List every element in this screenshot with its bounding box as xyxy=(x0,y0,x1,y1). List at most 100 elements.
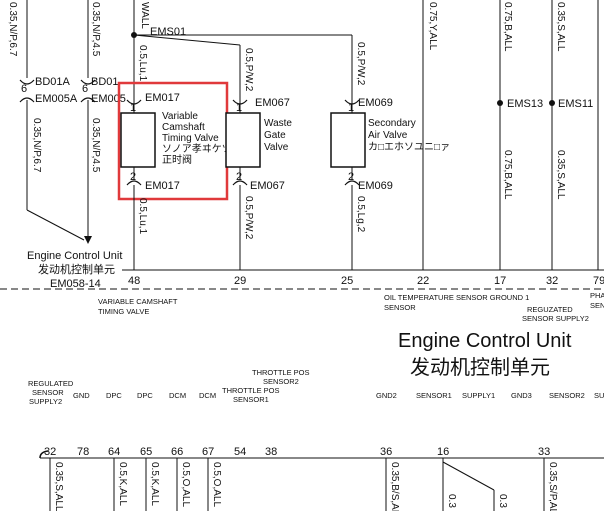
sav-cn-1: カ□エホソユニ□ァ xyxy=(368,141,450,153)
ems13-label: EMS13 xyxy=(507,98,543,110)
lower-wire-label-65: 0.5,K,ALL xyxy=(149,462,160,506)
lower-wire-label-16b: 0.3 xyxy=(497,494,508,508)
sav-pin-bottom: 2 xyxy=(348,171,354,183)
lower-pin-36: 36 xyxy=(380,446,392,458)
lower-wire-label-64: 0.5,K,ALL xyxy=(117,462,128,506)
em005a-label: EM005A xyxy=(35,93,78,105)
wgv-name-1: Waste xyxy=(264,118,292,129)
wgv-bottom-arc xyxy=(232,180,248,186)
vct-pin-bottom: 2 xyxy=(130,171,136,183)
sav-connector-top: EM069 xyxy=(358,97,393,109)
upper-label-reg-1: REGUZATED xyxy=(527,305,573,314)
lower-label-tps2-1: THROTTLE POS xyxy=(252,368,310,377)
lower-label-reg-2: SENSOR xyxy=(32,388,64,397)
top-wire-label-1: 0.35,N/P,6.7 xyxy=(7,2,18,57)
vct-valve-body xyxy=(120,112,156,168)
lower-label-reg-1: REGULATED xyxy=(28,379,74,388)
ecu-left-label-en: Engine Control Unit xyxy=(27,250,122,262)
connector-bd01a-arc xyxy=(19,79,35,85)
lower-label-tps1-1: THROTTLE POS xyxy=(222,386,280,395)
upper-label-pha-1: PHA xyxy=(590,291,604,300)
ems13-splice-dot xyxy=(497,100,503,106)
bd01-label: BD01 xyxy=(91,76,119,88)
top-wire-label-6: 0.35,S,ALL xyxy=(555,2,566,52)
lower-pin-16: 16 xyxy=(437,446,449,458)
upper-label-oil-1: OIL TEMPERATURE SENSOR GROUND 1 xyxy=(384,293,529,302)
ems01-label: EMS01 xyxy=(150,26,186,38)
upper-pin-48: 48 xyxy=(128,275,140,287)
vct-wire-bottom-label: 0.5,Lu,1 xyxy=(137,198,148,235)
lower-wire-label-33: 0.35,S/P,ALL xyxy=(547,462,558,511)
sav-name-2: Air Valve xyxy=(368,130,408,141)
wgv-name-3: Valve xyxy=(264,142,289,153)
sav-name-1: Secondary xyxy=(368,118,416,129)
lower-label-gnd3: GND3 xyxy=(511,391,532,400)
top-wire-label-5: 0.75,B,ALL xyxy=(502,2,513,52)
lower-pin-78: 78 xyxy=(77,446,89,458)
lower-wire-label-67: 0.5,O,ALL xyxy=(211,462,222,507)
vct-wire-top-label: 0.5,Lu,1 xyxy=(137,45,148,82)
upper-label-vct-2: TIMING VALVE xyxy=(98,307,149,316)
ems11-splice-dot xyxy=(549,100,555,106)
lower-label-dcm-1: DCM xyxy=(169,391,186,400)
vct-connector-top: EM017 xyxy=(145,92,180,104)
sav-bottom-arc xyxy=(344,180,360,186)
sav-connector-bottom: EM069 xyxy=(358,180,393,192)
lower-label-gnd: GND xyxy=(73,391,90,400)
lower-wire-label-32: 0.35,S,ALL xyxy=(53,462,64,511)
vct-pin-top: 1 xyxy=(130,102,136,114)
connector-bd01-arc xyxy=(80,79,96,85)
lower-pin-33: 33 xyxy=(538,446,550,458)
vct-name-2: Camshaft xyxy=(162,122,205,133)
top-wire-label-3: WALL xyxy=(139,2,150,29)
lower-label-dpc-1: DPC xyxy=(106,391,122,400)
wgv-name-2: Gate xyxy=(264,130,286,141)
lower-label-supply1: SUPPLY1 xyxy=(462,391,495,400)
wgv-valve-body xyxy=(225,112,261,168)
upper-label-pha-2: SEN xyxy=(590,301,604,310)
sav-wire-bottom-label: 0.5,Lg,2 xyxy=(355,196,366,233)
wgv-pin-bottom: 2 xyxy=(236,171,242,183)
wire-lower-16-diag xyxy=(442,461,495,491)
wgv-pin-top: 1 xyxy=(236,102,242,114)
lower-pin-65: 65 xyxy=(140,446,152,458)
vct-name-1: Variable xyxy=(162,111,198,122)
lower-pin-64: 64 xyxy=(108,446,120,458)
upper-pin-17: 17 xyxy=(494,275,506,287)
lower-label-gnd2: GND2 xyxy=(376,391,397,400)
lower-wire-label-16a: 0.3 xyxy=(446,494,457,508)
lower-wire-label-66: 0.5,O,ALL xyxy=(180,462,191,507)
ecu-title-cn: 发动机控制单元 xyxy=(410,356,550,379)
upper-label-oil-2: SENSOR xyxy=(384,303,416,312)
lower-label-sensor2: SENSOR2 xyxy=(549,391,585,400)
connector-em005-arc xyxy=(80,97,96,103)
left-wire-label-a: 0.35,N/P,6.7 xyxy=(31,118,42,173)
bd01a-pin: 6 xyxy=(21,83,27,95)
lower-label-dpc-2: DPC xyxy=(137,391,153,400)
lower-wire-label-36: 0.35,B/S,ALL xyxy=(389,462,400,511)
lower-pin-67: 67 xyxy=(202,446,214,458)
vct-bottom-arc xyxy=(126,180,142,186)
wgv-connector-top: EM067 xyxy=(255,97,290,109)
upper-label-vct-1: VARIABLE CAMSHAFT xyxy=(98,297,178,306)
left-wire-label-b: 0.35,N/P,4.5 xyxy=(90,118,101,173)
sav-wire-top-label: 0.5,P/W,2 xyxy=(355,42,366,86)
lower-pin-54: 54 xyxy=(234,446,246,458)
lower-label-tps2-2: SENSOR2 xyxy=(263,377,299,386)
sav-pin-top: 1 xyxy=(348,102,354,114)
wgv-wire-top-label: 0.5,P/W,2 xyxy=(243,48,254,92)
sav-valve-body xyxy=(330,112,366,168)
ems11-label: EMS11 xyxy=(558,98,593,110)
upper-pin-32: 32 xyxy=(546,275,558,287)
upper-pin-29: 29 xyxy=(234,275,246,287)
lower-connector-left-cap xyxy=(39,450,49,459)
top-wire-label-4: 0.75,Y,ALL xyxy=(427,2,438,51)
em005-label: EM005 xyxy=(91,93,126,105)
ecu-left-label-code: EM058-14 xyxy=(50,278,101,290)
upper-label-reg-2: SENSOR SUPPLY2 xyxy=(522,314,589,323)
connector-em005a-arc xyxy=(19,97,35,103)
vct-name-3: Timing Valve xyxy=(162,133,219,144)
right-wire-label-2: 0.35,S,ALL xyxy=(555,150,566,200)
lower-label-sensor1: SENSOR1 xyxy=(416,391,452,400)
